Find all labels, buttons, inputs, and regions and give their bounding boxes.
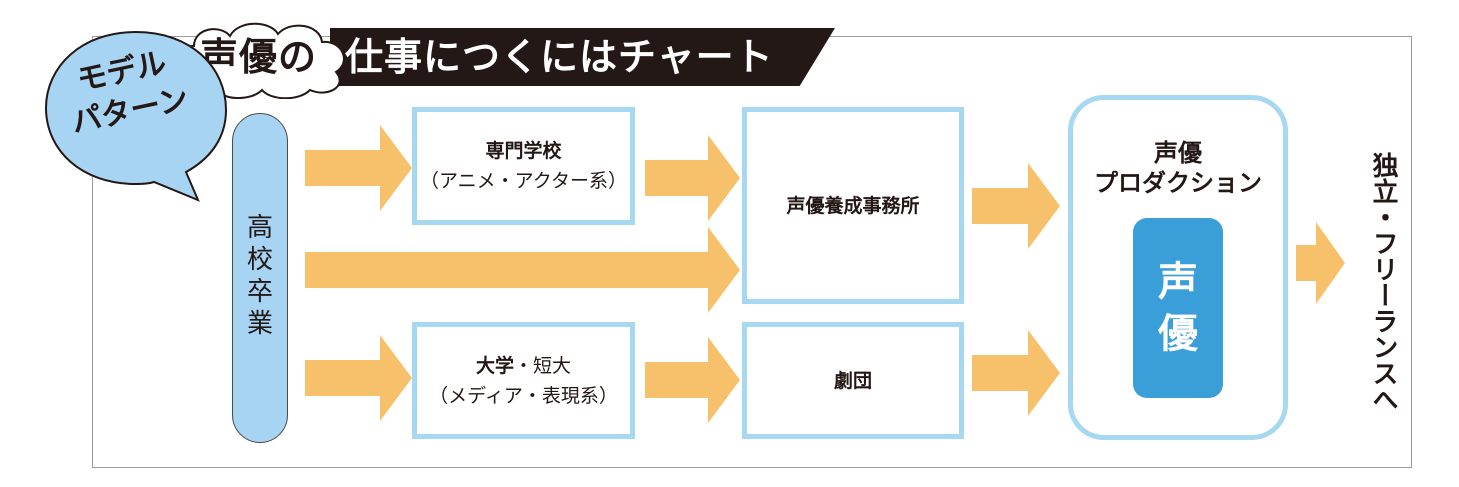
voice-actor-badge: 声優 [1133, 218, 1223, 398]
university-title-line: 大学・短大 [476, 351, 571, 381]
high-school-graduation-char: 卒 [246, 277, 273, 307]
arrow-school-to-training [645, 135, 740, 221]
model-pattern-bubble [44, 30, 228, 202]
production-title-line2: プロダクション [1094, 169, 1262, 197]
title-part1: 声優の [200, 35, 318, 79]
production-title-line1: 声優 [1154, 139, 1202, 167]
high-school-graduation-char: 高 [246, 213, 273, 243]
university-title: 大学 [475, 354, 514, 377]
arrow-start-to-training [305, 227, 740, 313]
arrow-troupe-to-production [972, 330, 1060, 416]
box-vocational-school: 専門学校 （アニメ・アクター系） [412, 107, 635, 225]
vocational-school-sub: （アニメ・アクター系） [420, 170, 627, 192]
independent-freelance-label: 独立・フリーランスへ [1368, 152, 1398, 412]
high-school-graduation-char: 業 [246, 309, 273, 339]
box-theater-troupe: 劇団 [742, 322, 964, 439]
voice-actor-badge-char: 声 [1158, 259, 1198, 305]
arrow-training-to-production [972, 163, 1060, 249]
arrow-start-to-school [305, 125, 412, 211]
title-banner [330, 28, 835, 86]
arrow-production-to-freelance [1296, 222, 1345, 304]
university-title-rest: ・短大 [514, 354, 572, 377]
theater-troupe-title: 劇団 [833, 369, 872, 392]
university-sub: （メディア・表現系） [429, 384, 618, 407]
high-school-graduation-label: 高校卒業 [233, 212, 287, 340]
voice-actor-badge-label: 声優 [1133, 256, 1223, 360]
high-school-graduation: 高校卒業 [232, 113, 288, 443]
voice-actor-badge-char: 優 [1158, 311, 1198, 357]
high-school-graduation-char: 校 [246, 245, 273, 275]
arrow-university-to-troupe [645, 337, 740, 423]
arrow-start-to-university [305, 335, 412, 421]
title-part2: 仕事につくにはチャート [345, 35, 774, 79]
vocational-school-title: 専門学校 [485, 140, 562, 162]
production-title: 声優 プロダクション [1073, 138, 1283, 198]
voice-training-agency-title: 声優養成事務所 [786, 194, 920, 217]
box-university: 大学・短大 （メディア・表現系） [412, 322, 635, 439]
box-voice-training-agency: 声優養成事務所 [742, 107, 964, 304]
